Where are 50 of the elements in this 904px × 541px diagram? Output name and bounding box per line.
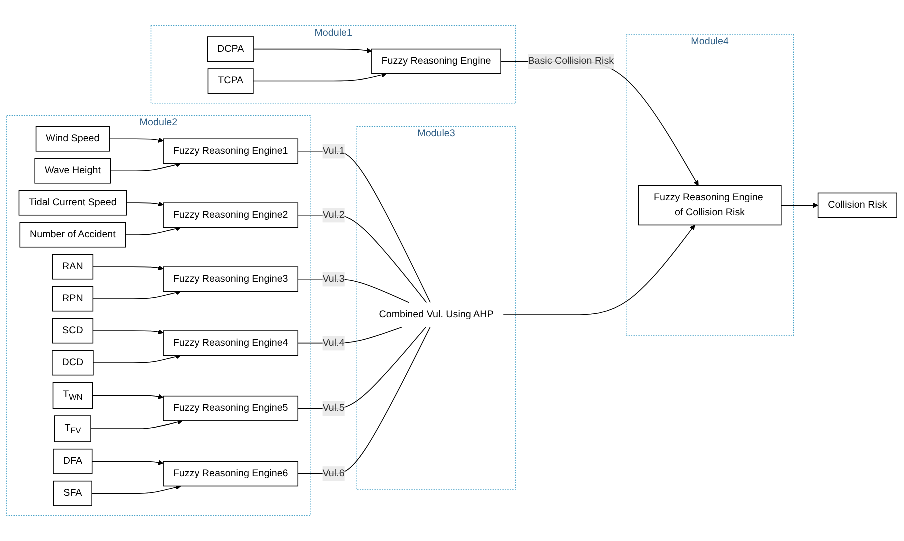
node-box: Fuzzy Reasoning Engine6 [163,460,299,486]
node-box: Fuzzy Reasoning Engine4 [163,330,299,356]
arrow [110,162,182,172]
node-box: DCD [52,350,94,376]
arrow [92,265,164,271]
arrow [781,202,819,208]
arrow [93,354,182,364]
node-box: DFA [53,448,93,474]
node-box: T$_{FV}$ [54,415,92,442]
node-box: DCPA [207,36,254,62]
node-box: Collision Risk [818,192,898,218]
arrow [90,419,183,430]
node-box: Number of Accident [20,222,126,248]
node-box: T$_{WN}$ [52,382,94,409]
node-box: Fuzzy Reasoning Engine2 [163,202,299,228]
node-box: Fuzzy Reasoning Engine5 [163,396,299,421]
edge-label: Vul.2 [322,209,345,220]
connector [298,278,410,303]
arrow [254,48,372,54]
node-box: SCD [52,318,94,344]
node-box: Fuzzy Reasoning Engine [372,48,502,74]
edge-label: Vul.3 [322,273,345,284]
edge-label: Vul.1 [322,146,345,156]
arrow [92,329,164,334]
node-text: Combined Vul. Using AHP [379,309,494,320]
node-box: RPN [52,286,94,312]
node-box: SFA [53,480,92,506]
arrow [125,226,182,236]
node-box: Tidal Current Speed [18,190,128,216]
node-box: TCPA [208,68,254,94]
arrow [92,460,164,466]
node-box: Fuzzy Reasoning Engine3 [163,266,299,292]
connector [298,150,431,303]
edge-label: Vul.5 [322,402,345,414]
edge-label: Vul.4 [322,337,345,348]
arrow [253,72,388,82]
arrow [92,394,164,400]
arrow [126,201,164,207]
node-box: Wave Height [34,158,112,184]
arrow [92,484,182,494]
connector [298,214,428,303]
node-box: Fuzzy Reasoning Engine of Collision Risk [638,185,782,226]
node-box: Wind Speed [36,126,110,152]
node-box: Fuzzy Reasoning Engine1 [163,138,299,164]
arrow [92,290,182,300]
arrow [503,224,696,316]
edge-label: Vul.6 [322,468,345,479]
edge-label: Basic Collision Risk [528,56,614,66]
node-box: RAN [52,254,94,280]
arrow [109,137,164,143]
